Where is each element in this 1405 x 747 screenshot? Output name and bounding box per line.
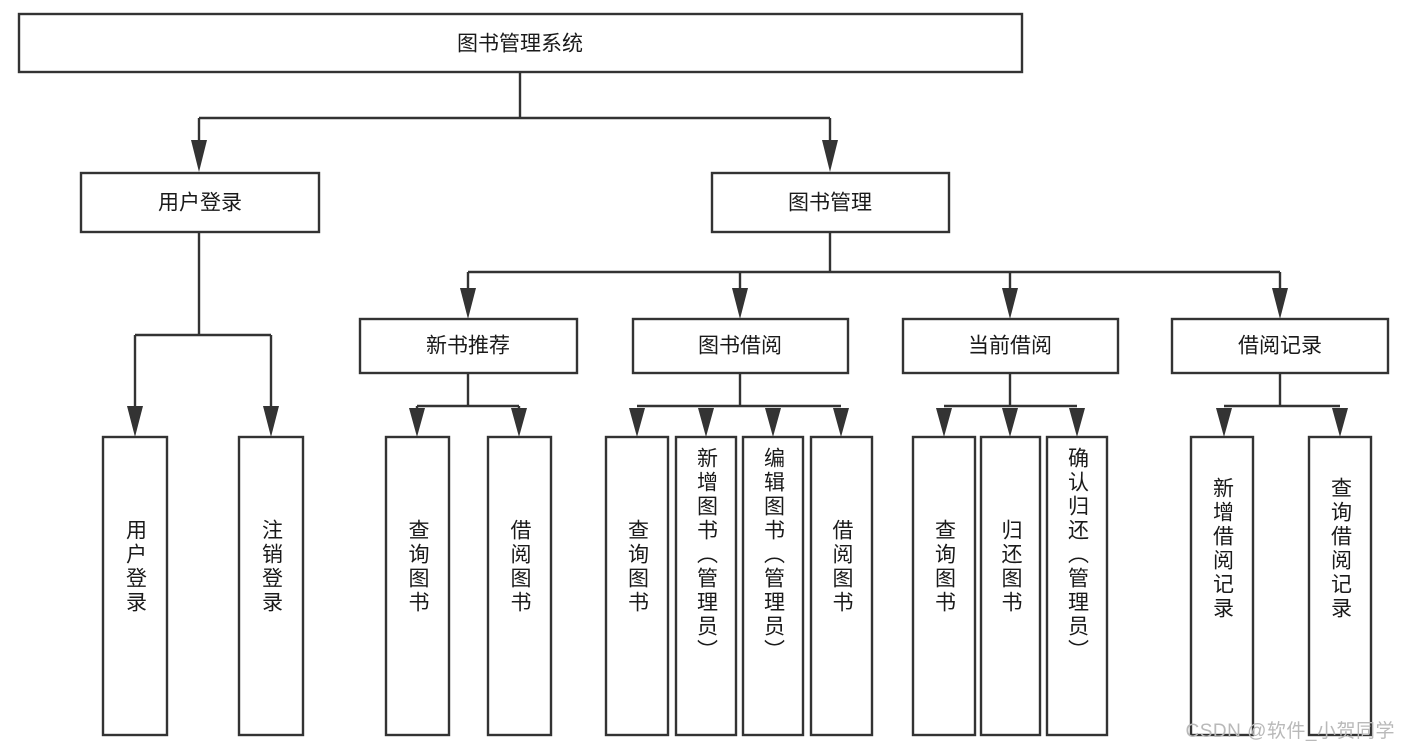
arrow-head-leaf-edit-book: [765, 408, 781, 437]
node-current-borrow-box[interactable]: [901, 317, 1120, 375]
connector-group-new-book-rec: [409, 373, 527, 437]
arrow-head-book-borrow: [732, 288, 748, 319]
connector-group-root: [191, 72, 838, 172]
arrow-head-leaf-query-book-2: [629, 408, 645, 437]
arrow-head-leaf-return-book: [1002, 408, 1018, 437]
arrow-head-leaf-borrow-book-1: [511, 408, 527, 437]
leaf-add-record-box[interactable]: [1189, 435, 1255, 737]
leaf-borrow-book-1-box[interactable]: [486, 435, 553, 737]
arrow-head-leaf-query-book-1: [409, 408, 425, 437]
node-new-book-rec-label: 新书推荐: [426, 335, 510, 358]
node-user-login[interactable]: 用户登录: [79, 171, 321, 234]
node-borrow-record[interactable]: 借阅记录: [1170, 317, 1390, 375]
arrow-head-new-book-rec: [460, 288, 476, 319]
leaf-confirm-return-box[interactable]: [1045, 435, 1109, 737]
node-current-borrow-label: 当前借阅: [968, 335, 1052, 358]
arrow-head-current-borrow: [1002, 288, 1018, 319]
leaf-borrow-book-2-box[interactable]: [809, 435, 874, 737]
connector-group-book-borrow: [629, 373, 849, 437]
node-root-label: 图书管理系统: [457, 33, 583, 56]
node-book-borrow[interactable]: 图书借阅: [631, 317, 850, 375]
connector-group-borrow-record: [1216, 373, 1348, 437]
leaf-user-login-box[interactable]: [101, 435, 169, 737]
node-book-manage[interactable]: 图书管理: [710, 171, 951, 234]
arrow-head-book-manage: [822, 140, 838, 172]
arrow-head-leaf-user-login: [127, 406, 143, 437]
leaf-logout-box[interactable]: [237, 435, 305, 737]
arrow-head-leaf-logout: [263, 406, 279, 437]
node-root-box[interactable]: [17, 12, 1024, 74]
connector-group-user-login: [127, 232, 279, 437]
node-new-book-rec[interactable]: 新书推荐: [358, 317, 579, 375]
leaf-query-book-2-box[interactable]: [604, 435, 670, 737]
node-book-manage-box[interactable]: [710, 171, 951, 234]
node-borrow-record-box[interactable]: [1170, 317, 1390, 375]
arrow-head-leaf-query-record: [1332, 408, 1348, 437]
node-borrow-record-label: 借阅记录: [1238, 335, 1322, 358]
node-new-book-rec-box[interactable]: [358, 317, 579, 375]
arrow-head-leaf-confirm-return: [1069, 408, 1085, 437]
node-user-login-box[interactable]: [79, 171, 321, 234]
leaf-query-book-1-box[interactable]: [384, 435, 451, 737]
arrow-head-user-login: [191, 140, 207, 172]
csdn-watermark: CSDN @软件_小贺同学: [1185, 721, 1395, 742]
node-root[interactable]: 图书管理系统: [17, 12, 1024, 74]
arrow-head-leaf-add-record: [1216, 408, 1232, 437]
node-book-manage-label: 图书管理: [788, 192, 872, 215]
leaf-return-book-box[interactable]: [979, 435, 1042, 737]
node-book-borrow-box[interactable]: [631, 317, 850, 375]
node-current-borrow[interactable]: 当前借阅: [901, 317, 1120, 375]
connector-group-book-manage: [460, 232, 1288, 319]
leaf-query-record-box[interactable]: [1307, 435, 1373, 737]
leaf-edit-book-box[interactable]: [741, 435, 805, 737]
connector-group-current-borrow: [936, 373, 1085, 437]
leaf-query-book-3-box[interactable]: [911, 435, 977, 737]
arrow-head-leaf-borrow-book-2: [833, 408, 849, 437]
arrow-head-leaf-query-book-3: [936, 408, 952, 437]
arrow-head-borrow-record: [1272, 288, 1288, 319]
node-book-borrow-label: 图书借阅: [698, 335, 782, 358]
leaf-add-book-box[interactable]: [674, 435, 738, 737]
node-user-login-label: 用户登录: [158, 192, 242, 215]
arrow-head-leaf-add-book: [698, 408, 714, 437]
